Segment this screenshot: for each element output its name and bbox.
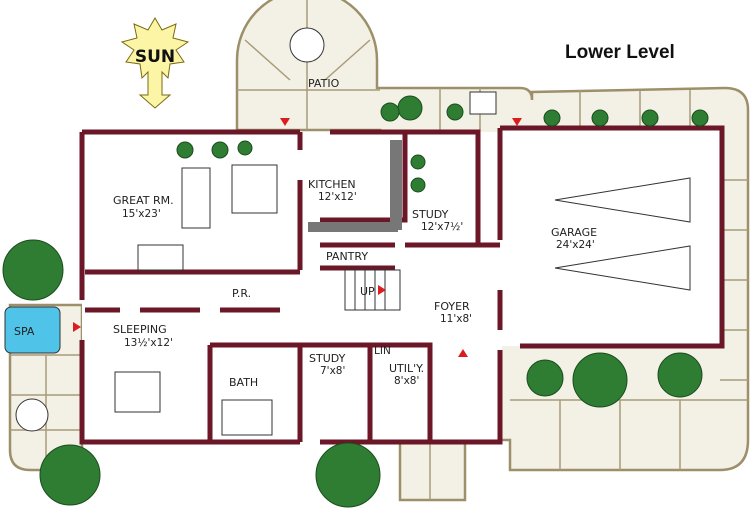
plant-icon bbox=[211, 141, 229, 159]
kitchen-counter bbox=[390, 140, 402, 230]
bathtub bbox=[221, 399, 273, 436]
sleeping-label: SLEEPING bbox=[113, 323, 167, 336]
plant-icon bbox=[237, 140, 253, 156]
stairs-label: UP bbox=[360, 285, 375, 298]
tree-icon bbox=[2, 239, 64, 301]
sleeping-size: 13½'x12' bbox=[124, 337, 173, 349]
patio-label: PATIO bbox=[308, 77, 340, 90]
great-room-size: 15'x23' bbox=[122, 208, 161, 220]
room-labels: PATIO GREAT RM. 15'x23' KITCHEN 12'x12' … bbox=[113, 77, 597, 389]
study-lower-size: 7'x8' bbox=[320, 365, 345, 377]
garage-size: 24'x24' bbox=[556, 239, 595, 251]
plant-icon bbox=[176, 141, 194, 159]
entry-arrow-icon bbox=[73, 322, 81, 332]
tree-icon bbox=[572, 352, 628, 408]
plan-title: Lower Level bbox=[565, 42, 675, 63]
landscaping bbox=[2, 95, 709, 508]
shrub-icon bbox=[526, 359, 564, 397]
utility-size: 8'x8' bbox=[394, 375, 419, 387]
shrub-icon bbox=[446, 103, 464, 121]
entry-arrow-icon bbox=[458, 349, 468, 357]
garage-label: GARAGE bbox=[551, 226, 597, 239]
kitchen-label: KITCHEN bbox=[308, 178, 356, 191]
kitchen-counter bbox=[308, 222, 398, 232]
tree-icon bbox=[315, 442, 381, 508]
shrub-icon bbox=[397, 95, 423, 121]
kitchen-size: 12'x12' bbox=[318, 191, 357, 203]
utility-label: UTIL'Y. bbox=[389, 362, 424, 375]
patio-table bbox=[289, 27, 325, 63]
linen-label: LIN bbox=[374, 345, 391, 357]
shrub-icon bbox=[591, 109, 609, 127]
stairs: UP bbox=[344, 269, 401, 311]
sun-logo: SUN bbox=[120, 17, 190, 109]
spa-label: SPA bbox=[14, 325, 35, 338]
powder-room-label: P.R. bbox=[232, 287, 251, 300]
study-upper-label: STUDY bbox=[412, 208, 449, 221]
grill bbox=[469, 91, 497, 115]
shrub-icon bbox=[543, 109, 561, 127]
plant-icon bbox=[410, 154, 426, 170]
dining-table bbox=[231, 164, 278, 214]
foyer-size: 11'x8' bbox=[440, 313, 472, 325]
shrub-icon bbox=[691, 109, 709, 127]
sofa bbox=[181, 167, 211, 229]
foyer-label: FOYER bbox=[434, 300, 470, 313]
walls bbox=[79, 125, 725, 445]
sofa bbox=[137, 244, 184, 271]
bath-label: BATH bbox=[229, 376, 258, 389]
pantry-label: PANTRY bbox=[326, 250, 368, 263]
shrub-icon bbox=[641, 109, 659, 127]
garage-parking-marks bbox=[554, 177, 691, 291]
spa bbox=[4, 306, 61, 354]
up-arrow-icon bbox=[378, 285, 386, 295]
sun-logo-text: SUN bbox=[135, 47, 175, 67]
shrub-icon bbox=[380, 102, 400, 122]
plant-icon bbox=[410, 177, 426, 193]
patio-table bbox=[15, 398, 49, 432]
bed bbox=[114, 371, 161, 413]
study-upper-size: 12'x7½' bbox=[421, 221, 463, 233]
great-room-label: GREAT RM. bbox=[113, 194, 174, 207]
shrub-icon bbox=[657, 352, 703, 398]
entry-arrow-icon bbox=[280, 118, 290, 126]
entry-arrow-icon bbox=[512, 118, 522, 126]
tree-icon bbox=[39, 444, 101, 506]
study-lower-label: STUDY bbox=[309, 352, 346, 365]
